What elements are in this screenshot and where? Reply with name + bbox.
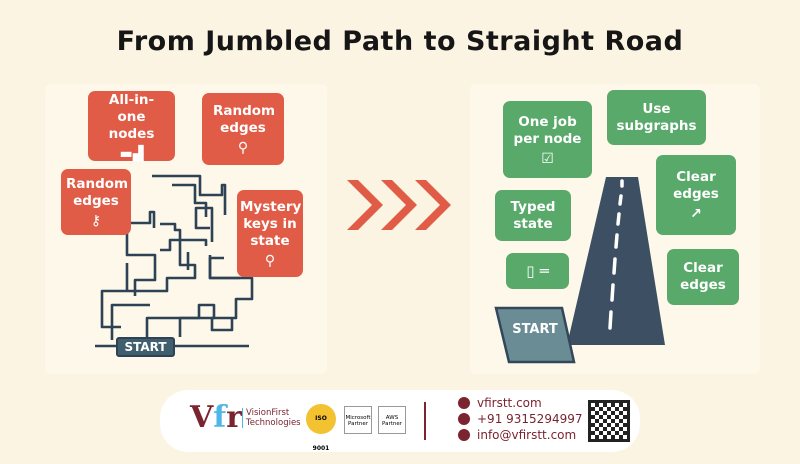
vft-logo: Vfr xyxy=(190,400,242,435)
fix-one-job-per-node: One job per node ☑ xyxy=(503,101,592,178)
start-label-right: START xyxy=(512,322,558,337)
box-label: Typed state xyxy=(510,198,556,232)
schema-icon: ▯ ═ xyxy=(526,261,549,280)
fix-clear-edges-1: Clear edges ↗ xyxy=(656,155,736,235)
issue-mystery-keys: Mystery keys in state ⚲ xyxy=(237,190,303,277)
website-link[interactable]: vfirstt.com xyxy=(477,396,542,410)
issue-random-edges-left: Random edges ⚷ xyxy=(61,169,131,235)
start-sign-right xyxy=(494,306,576,364)
phone-icon xyxy=(458,413,470,425)
arrow-up-right-icon: ↗ xyxy=(690,206,702,222)
fix-clear-edges-2: Clear edges xyxy=(667,249,739,305)
fix-use-subgraphs: Use subgraphs xyxy=(607,90,706,145)
box-label: Clear edges xyxy=(673,169,719,202)
fix-typed-state: Typed state xyxy=(495,190,571,241)
issue-random-edges-top: Random edges ⚲ xyxy=(202,93,284,165)
box-label: Clear edges xyxy=(680,260,726,293)
checkbox-icon: ☑ xyxy=(541,150,554,167)
aws-partner-badge: AWS Partner xyxy=(378,406,406,434)
key-icon: ⚷ xyxy=(90,213,102,229)
maze-illustration xyxy=(95,174,665,364)
email-icon xyxy=(458,429,470,441)
company-line2: Technologies xyxy=(246,418,301,428)
divider xyxy=(424,402,426,440)
microsoft-partner-badge: Microsoft Partner xyxy=(344,406,372,434)
iso-badge: ISO 9001 xyxy=(306,404,336,452)
nodes-icon: ▬▟ xyxy=(119,145,144,162)
email-link[interactable]: info@vfirstt.com xyxy=(477,428,577,442)
issue-all-in-one-nodes: All-in-one nodes ▬▟ xyxy=(88,91,175,161)
box-label: All-in-one nodes xyxy=(108,91,155,142)
key-icon: ⚲ xyxy=(237,140,249,156)
box-label: Random edges xyxy=(66,176,129,209)
phone-number[interactable]: +91 9315294997 xyxy=(477,412,583,426)
box-label: Random edges xyxy=(213,103,276,136)
company-line1: VisionFirst xyxy=(246,408,290,418)
box-label: Use subgraphs xyxy=(616,100,697,134)
state-schema-icon-box: ▯ ═ xyxy=(506,253,569,289)
box-label: Mystery keys in state xyxy=(240,199,302,249)
start-label-left: START xyxy=(116,337,175,357)
box-label: One job per node xyxy=(513,113,582,147)
search-icon: ⚲ xyxy=(264,253,276,269)
qr-code[interactable] xyxy=(588,400,630,442)
page-title: From Jumbled Path to Straight Road xyxy=(116,26,684,57)
globe-icon xyxy=(458,397,470,409)
